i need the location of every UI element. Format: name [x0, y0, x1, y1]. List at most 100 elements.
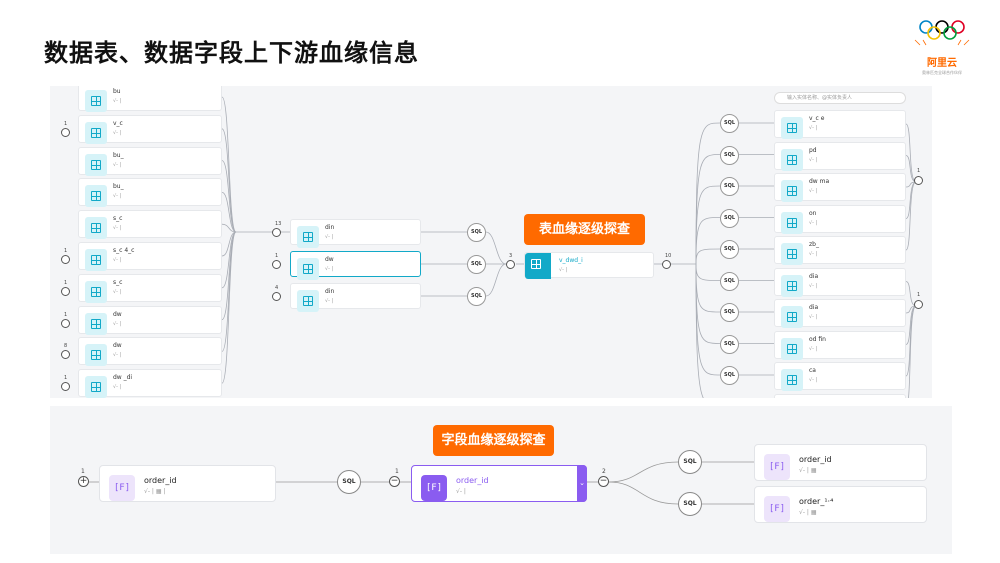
table-meta: √- | — [113, 129, 122, 136]
collapse-upstream-button[interactable]: − — [389, 476, 400, 487]
expand-button[interactable] — [914, 300, 923, 309]
sql-node[interactable]: SQL — [720, 334, 739, 354]
sql-node[interactable]: SQL — [720, 366, 739, 385]
sql-node[interactable]: SQL — [467, 255, 486, 274]
sql-node[interactable]: SQL — [720, 240, 739, 259]
table-node-upstream[interactable]: s_c√- | — [78, 273, 222, 303]
sql-node[interactable]: SQL — [720, 208, 739, 228]
expand-button[interactable] — [272, 228, 281, 237]
collapse-button[interactable] — [662, 260, 671, 269]
table-icon — [781, 211, 803, 234]
field-meta: √- | ▦ — [799, 467, 817, 474]
table-node-upstream[interactable]: bu_√- | — [78, 178, 222, 208]
sql-node[interactable]: SQL — [720, 271, 739, 291]
table-node-upstream[interactable]: v_c√- | — [78, 114, 222, 144]
sql-node[interactable]: SQL — [678, 450, 702, 474]
sql-node[interactable]: SQL — [720, 177, 739, 196]
edge — [485, 231, 507, 265]
edge — [221, 128, 237, 233]
table-name: dw — [113, 342, 122, 350]
field-meta: √- | ▦ | — [144, 488, 166, 495]
table-node-downstream[interactable]: on√- | — [774, 204, 906, 234]
table-node-upstream[interactable]: dw _di√- | — [78, 369, 222, 398]
edge — [695, 263, 721, 313]
table-name: dia — [809, 304, 819, 311]
collapse-downstream-button[interactable]: − — [598, 476, 609, 487]
field-node-target[interactable]: [F] order_id √- | ▦ — [754, 444, 927, 481]
edge — [608, 481, 679, 505]
table-node-middle[interactable]: dw√- | — [290, 251, 421, 280]
table-meta: √- | — [809, 282, 818, 289]
table-node-downstream[interactable]: dw ma√- | — [774, 173, 906, 202]
sql-node[interactable]: SQL — [678, 492, 702, 516]
table-node-upstream[interactable]: dw√- | — [78, 337, 222, 367]
table-node-downstream[interactable]: dia√- | — [774, 299, 906, 328]
expand-button[interactable] — [914, 176, 923, 185]
sql-node[interactable]: SQL — [467, 287, 486, 306]
sql-node[interactable]: SQL — [720, 303, 739, 322]
field-node-target[interactable]: [F] order_¹·⁴ √- | ▦ — [754, 486, 927, 523]
table-node-upstream[interactable]: s_c√- | — [78, 210, 222, 240]
expand-button[interactable] — [61, 350, 70, 360]
table-node-center[interactable]: v_dwd_i√- | — [524, 252, 654, 279]
table-node-upstream[interactable]: dw√- | — [78, 305, 222, 335]
edge — [695, 122, 721, 265]
table-icon — [525, 253, 551, 279]
table-icon — [781, 117, 803, 139]
field-node-source[interactable]: [F] order_id √- | ▦ | — [99, 465, 276, 502]
field-lineage-canvas[interactable]: 字段血缘逐级探查 1 + [F] order_id √- | ▦ | SQL 1… — [50, 406, 952, 554]
table-meta: √- | — [113, 320, 122, 327]
table-name: bu_ — [113, 151, 124, 159]
table-name: pd — [809, 146, 817, 154]
table-meta: √- | — [113, 193, 122, 200]
table-icon — [781, 274, 803, 297]
table-node-middle[interactable]: din√- | — [290, 283, 421, 312]
table-node-downstream[interactable]: pd√- | — [774, 141, 906, 171]
search-input[interactable]: 输入实体名称、@实体负责人 — [774, 92, 906, 104]
expand-button[interactable] — [61, 382, 70, 392]
table-node-downstream[interactable]: ca√- | — [774, 362, 906, 391]
collapse-button[interactable] — [506, 260, 515, 269]
table-node-upstream[interactable]: bu√- | — [78, 86, 222, 112]
table-node-downstream[interactable]: zb_√- | — [774, 236, 906, 265]
table-meta: √- | — [809, 125, 818, 131]
expand-button[interactable] — [272, 292, 281, 301]
table-node-upstream[interactable]: bu_√- | — [78, 146, 222, 176]
table-name: din — [325, 224, 335, 231]
edge — [221, 231, 237, 352]
sql-node[interactable]: SQL — [720, 145, 739, 165]
table-meta: √- | — [809, 251, 818, 257]
field-lineage-tag: 字段血缘逐级探查 — [433, 425, 554, 456]
sql-node[interactable]: SQL — [337, 470, 361, 494]
table-name: s_c 4_c — [113, 247, 135, 254]
table-meta: √- | — [325, 266, 334, 272]
expand-button[interactable] — [61, 127, 70, 137]
edge — [908, 305, 917, 398]
field-icon: [F] — [109, 475, 135, 501]
table-meta: √- | — [325, 298, 334, 304]
field-name: order_¹·⁴ — [799, 497, 834, 506]
sql-node[interactable]: SQL — [467, 223, 486, 242]
table-icon — [85, 217, 107, 240]
table-name: v_c e — [809, 115, 825, 122]
table-node-middle[interactable]: din√- | — [290, 219, 421, 248]
center-out-count: 2 — [602, 468, 606, 475]
expand-button[interactable] — [61, 255, 70, 264]
upstream-count: 8 — [64, 343, 68, 350]
upstream-count: 1 — [275, 253, 279, 259]
expand-button[interactable] — [61, 318, 70, 328]
table-node-downstream[interactable]: v_t√- | — [774, 393, 906, 398]
table-node-downstream[interactable]: od fin√- | — [774, 330, 906, 360]
table-node-downstream[interactable]: dia√- | — [774, 267, 906, 297]
field-node-center[interactable]: [F] order_id √- | ⌄ — [411, 465, 587, 502]
expand-upstream-button[interactable]: + — [78, 476, 89, 487]
chevron-down-icon[interactable]: ⌄ — [577, 465, 587, 502]
expand-button[interactable] — [61, 286, 70, 296]
table-node-downstream[interactable]: v_c e √- | — [774, 110, 906, 139]
expand-button[interactable] — [272, 260, 281, 269]
table-node-upstream[interactable]: s_c 4_c√- | — [78, 242, 222, 271]
field-icon: [F] — [764, 496, 790, 522]
sql-node[interactable]: SQL — [720, 114, 739, 133]
table-icon — [781, 369, 803, 391]
